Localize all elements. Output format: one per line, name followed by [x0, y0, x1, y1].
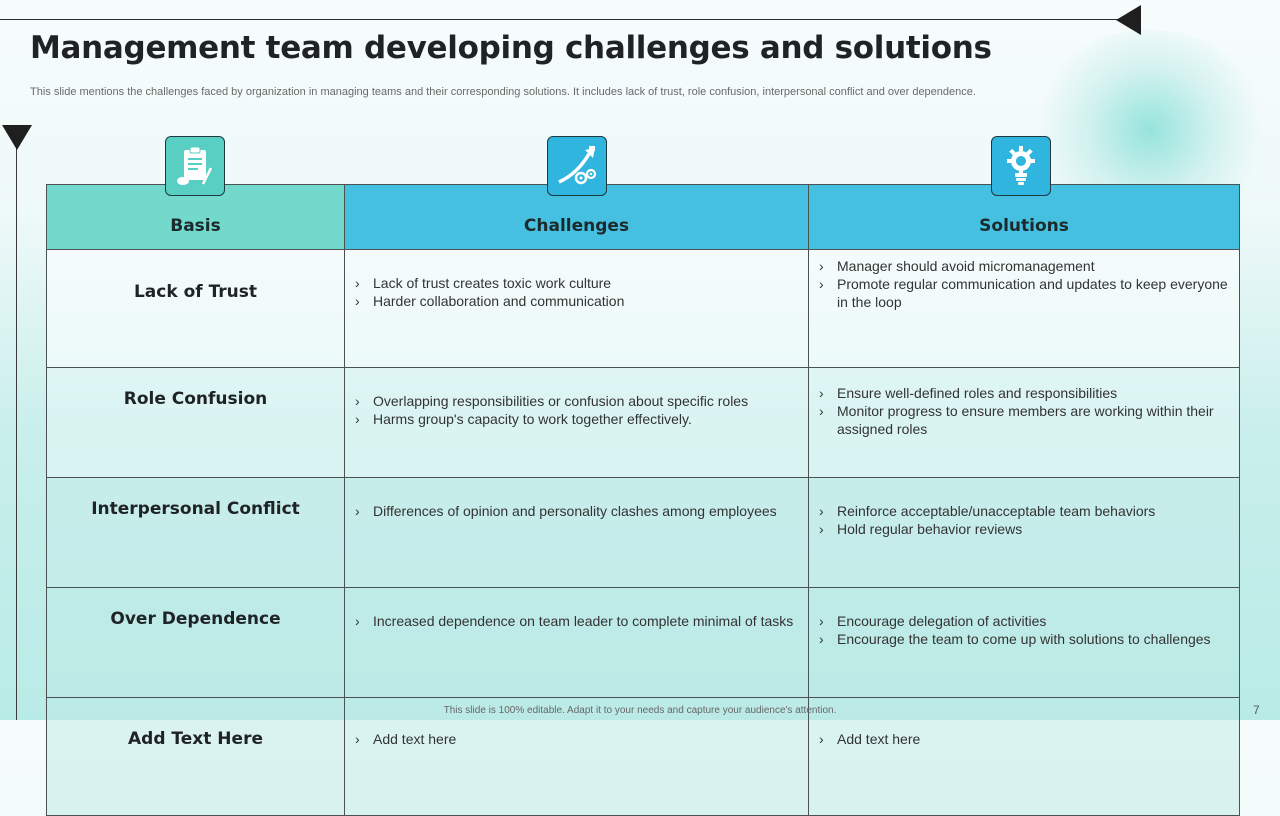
- solutions-cell: Manager should avoid micromanagement Pro…: [808, 249, 1240, 368]
- clipboard-icon: [165, 136, 225, 196]
- row-label: Over Dependence: [46, 587, 345, 698]
- list-item: Manager should avoid micromanagement: [819, 257, 1231, 275]
- list-item: Overlapping responsibilities or confusio…: [355, 392, 800, 410]
- list-item: Promote regular communication and update…: [819, 275, 1231, 311]
- slide-footer: This slide is 100% editable. Adapt it to…: [443, 705, 837, 716]
- list-item: Harms group's capacity to work together …: [355, 410, 800, 428]
- list-item: Encourage the team to come up with solut…: [819, 630, 1231, 648]
- table-row: Role Confusion Overlapping responsibilit…: [46, 367, 1240, 478]
- list-item: Differences of opinion and personality c…: [355, 502, 800, 520]
- list-item: Add text here: [819, 730, 1231, 748]
- list-item: Monitor progress to ensure members are w…: [819, 402, 1231, 438]
- slide-title: Management team developing challenges an…: [30, 30, 992, 66]
- challenges-cell: Differences of opinion and personality c…: [344, 477, 809, 588]
- list-item: Hold regular behavior reviews: [819, 520, 1231, 538]
- challenges-cell: Increased dependence on team leader to c…: [344, 587, 809, 698]
- slide-subtitle: This slide mentions the challenges faced…: [30, 86, 976, 98]
- list-item: Encourage delegation of activities: [819, 612, 1231, 630]
- list-item: Add text here: [355, 730, 800, 748]
- left-divider-line: [16, 140, 17, 720]
- lightbulb-gear-icon: [991, 136, 1051, 196]
- left-arrow-icon: [1116, 5, 1141, 35]
- table-row: Interpersonal Conflict Differences of op…: [46, 477, 1240, 588]
- row-label: Role Confusion: [46, 367, 345, 478]
- top-divider-line: [0, 19, 1118, 20]
- challenges-solutions-table: Basis Challenges Solutions Lack of Trust…: [46, 184, 1240, 816]
- list-item: Lack of trust creates toxic work culture: [355, 274, 800, 292]
- challenges-cell: Overlapping responsibilities or confusio…: [344, 367, 809, 478]
- list-item: Ensure well-defined roles and responsibi…: [819, 384, 1231, 402]
- table-header-row: Basis Challenges Solutions: [46, 184, 1240, 250]
- table-row: Lack of Trust Lack of trust creates toxi…: [46, 249, 1240, 368]
- down-arrow-icon: [2, 125, 32, 150]
- row-label: Interpersonal Conflict: [46, 477, 345, 588]
- solutions-cell: Encourage delegation of activities Encou…: [808, 587, 1240, 698]
- solutions-cell: Ensure well-defined roles and responsibi…: [808, 367, 1240, 478]
- growth-arrow-gears-icon: [547, 136, 607, 196]
- list-item: Reinforce acceptable/unacceptable team b…: [819, 502, 1231, 520]
- list-item: Increased dependence on team leader to c…: [355, 612, 800, 630]
- challenges-cell: Lack of trust creates toxic work culture…: [344, 249, 809, 368]
- row-label: Lack of Trust: [46, 249, 345, 368]
- table-row: Over Dependence Increased dependence on …: [46, 587, 1240, 698]
- solutions-cell: Reinforce acceptable/unacceptable team b…: [808, 477, 1240, 588]
- list-item: Harder collaboration and communication: [355, 292, 800, 310]
- page-number: 7: [1253, 703, 1260, 717]
